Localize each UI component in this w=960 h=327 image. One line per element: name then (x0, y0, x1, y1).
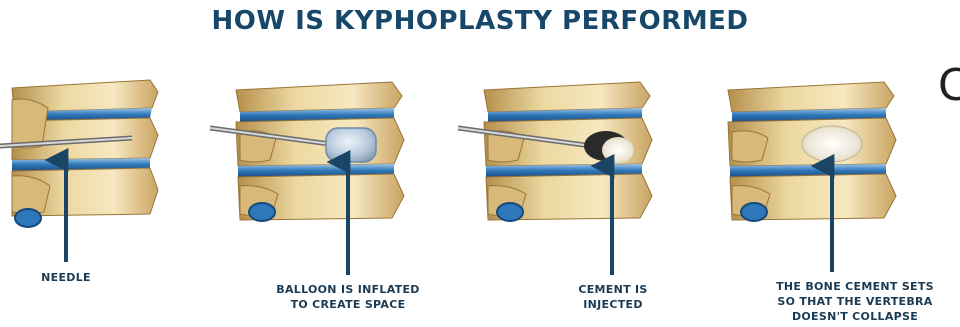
caption-line: INJECTED (568, 297, 658, 312)
panel-cement-injected (458, 82, 652, 275)
caption-needle: NEEDLE (26, 270, 106, 285)
caption-line: CEMENT IS (568, 282, 658, 297)
panel-needle (0, 80, 158, 262)
caption-line: TO CREATE SPACE (268, 297, 428, 312)
caption-line: BALLOON IS INFLATED (268, 282, 428, 297)
panel-balloon (210, 82, 404, 275)
caption-cement-injected: CEMENT IS INJECTED (568, 282, 658, 312)
caption-line: THE BONE CEMENT SETS (760, 279, 950, 294)
caption-line: SO THAT THE VERTEBRA (760, 294, 950, 309)
caption-line: DOESN'T COLLAPSE (760, 309, 950, 324)
caption-cement-set: THE BONE CEMENT SETS SO THAT THE VERTEBR… (760, 279, 950, 324)
caption-balloon: BALLOON IS INFLATED TO CREATE SPACE (268, 282, 428, 312)
panel-cement-set (728, 82, 896, 272)
caption-line: NEEDLE (26, 270, 106, 285)
